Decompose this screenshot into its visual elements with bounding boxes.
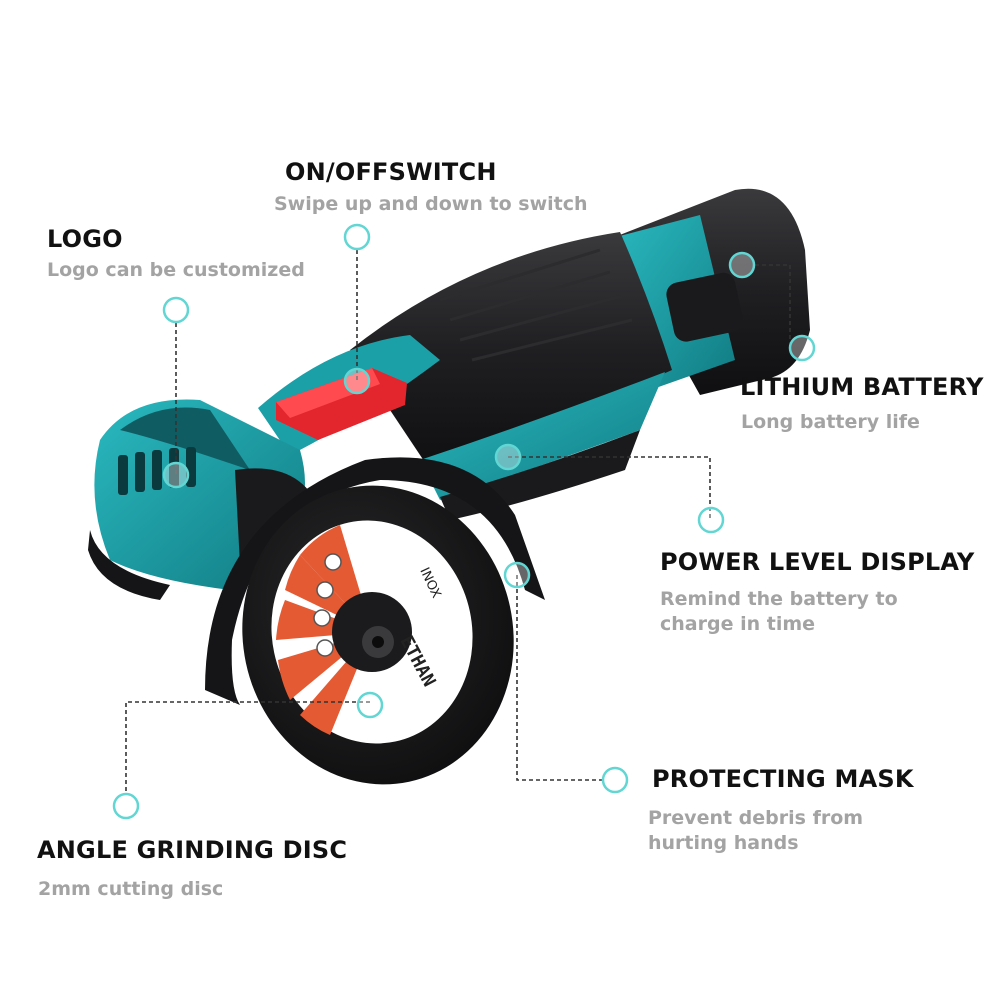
mask-desc: Prevent debris from hurting hands — [648, 806, 863, 856]
disc-title: ANGLE GRINDING DISC — [37, 836, 348, 864]
mask-marker-point — [503, 561, 531, 589]
power-marker-point — [494, 443, 522, 471]
logo-title: LOGO — [47, 225, 123, 253]
disc-marker-point — [356, 691, 384, 719]
mask-desc-line2: hurting hands — [648, 832, 799, 854]
power-desc-line1: Remind the battery to — [660, 588, 898, 610]
power-marker-label — [697, 506, 725, 534]
battery-marker-point — [728, 251, 756, 279]
logo-desc: Logo can be customized — [47, 259, 305, 281]
power-desc-line2: charge in time — [660, 613, 816, 635]
mask-title: PROTECTING MASK — [652, 765, 914, 793]
on-off-switch — [258, 335, 440, 455]
battery-title: LITHIUM BATTERY — [740, 373, 984, 401]
logo-marker-top — [162, 296, 190, 324]
battery-desc: Long battery life — [741, 411, 920, 433]
mask-marker-label — [601, 766, 629, 794]
power-title: POWER LEVEL DISPLAY — [660, 548, 975, 576]
leader-lines — [125, 250, 791, 795]
battery-marker-label — [788, 334, 816, 362]
cutting-disc: ETHAN INOX — [242, 485, 514, 785]
logo-marker-point — [162, 461, 190, 489]
switch-marker-point — [343, 367, 371, 395]
power-desc: Remind the battery to charge in time — [660, 587, 898, 637]
switch-marker-top — [343, 223, 371, 251]
disc-badges — [313, 553, 342, 657]
switch-desc: Swipe up and down to switch — [274, 193, 588, 215]
disc-desc: 2mm cutting disc — [38, 878, 224, 900]
disc-marker-label — [112, 792, 140, 820]
callout-markers — [112, 223, 816, 820]
mask-desc-line1: Prevent debris from — [648, 807, 864, 829]
switch-title: ON/OFFSWITCH — [285, 158, 497, 186]
